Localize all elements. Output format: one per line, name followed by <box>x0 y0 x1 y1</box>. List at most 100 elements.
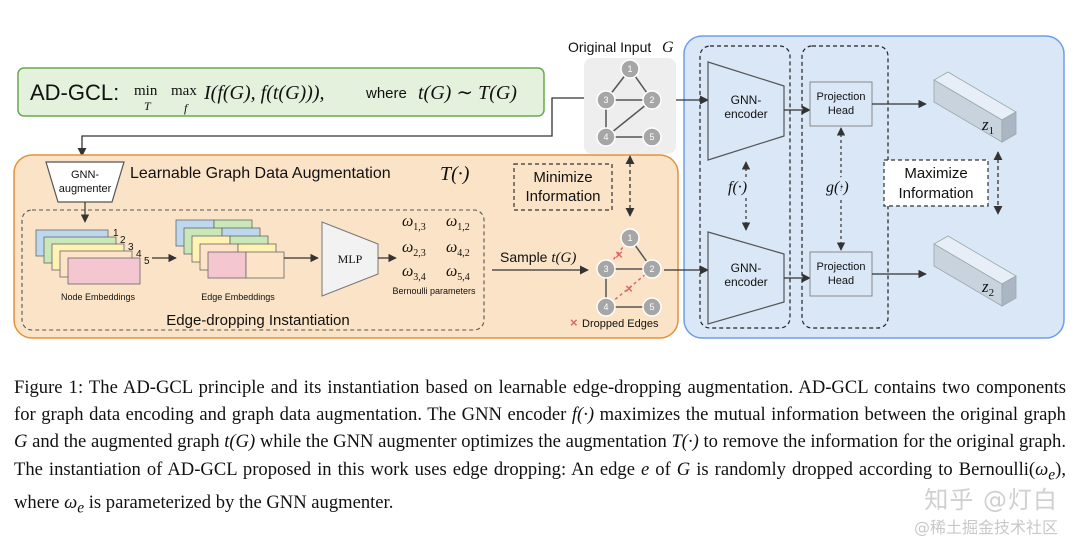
projection-func: g(·) <box>826 179 849 196</box>
minimize-line1: Minimize <box>533 169 592 186</box>
node-embeddings-stack <box>35 229 141 285</box>
caption-text: is randomly dropped according to Bernoul… <box>690 458 1036 480</box>
graph-node <box>596 297 616 317</box>
objective-where: where <box>365 85 407 102</box>
node-label: 5 <box>649 132 654 142</box>
caption-text: Figure 1: The AD-GCL principle and its i… <box>14 377 1066 426</box>
projection-bottom-box <box>809 251 873 297</box>
maximize-box <box>883 159 989 207</box>
figure-caption: Figure 1: The AD-GCL principle and its i… <box>14 374 1066 521</box>
node-label: 4 <box>603 132 608 142</box>
objective-min: min <box>134 83 158 99</box>
z1-label: z1 <box>981 115 994 137</box>
encoder-dashed-box <box>699 45 791 329</box>
minimize-line2: Information <box>525 188 600 205</box>
graph-node <box>642 259 662 279</box>
input-to-augmenter-arrow <box>77 97 584 157</box>
augmenter-label-1: GNN- <box>71 169 99 181</box>
caption-text: while the GNN augmenter optimizes the au… <box>255 431 672 453</box>
watermark: 知乎 @灯白 @稀土掘金技术社区 <box>862 480 1062 540</box>
caption-text: maximizes the mutual information between… <box>594 404 1066 426</box>
caption-text: of <box>649 458 677 480</box>
encoder-bottom-shape <box>707 231 785 325</box>
sample-label: Sample t(G) <box>500 249 576 266</box>
bernoulli-param: ω4,2 <box>446 239 470 259</box>
projection-top-box <box>809 81 873 127</box>
caption-text: and the augmented graph <box>27 431 225 453</box>
caption-math: T(·) <box>671 431 699 453</box>
bernoulli-label: Bernoulli parameters <box>392 286 476 296</box>
mlp-label: MLP <box>338 252 363 266</box>
caption-math: e <box>641 458 650 480</box>
encoder-top-line1: GNN- <box>731 93 762 107</box>
node-label: 5 <box>649 302 654 312</box>
bernoulli-param: ω3,4 <box>402 263 426 283</box>
original-graph-nodes <box>596 59 662 147</box>
objective-min-sub: T <box>144 99 152 113</box>
objective-max: max <box>171 83 197 99</box>
maximize-line1: Maximize <box>904 165 967 182</box>
graph-node <box>620 59 640 79</box>
encoder-top-shape <box>707 61 785 161</box>
graph-node <box>596 127 616 147</box>
edge-embeddings-label: Edge Embeddings <box>201 292 275 302</box>
caption-math-sub: e <box>1048 466 1056 484</box>
drop-mark-icon: × <box>625 281 633 296</box>
node-label: 2 <box>649 95 654 105</box>
graph-node <box>642 297 662 317</box>
drop-legend-icon: × <box>570 315 578 330</box>
caption-math: ω <box>1035 458 1049 480</box>
figure-diagram: AD-GCL: min T max f I(f(G), f(t(G))), wh… <box>13 35 1065 339</box>
augmentation-title-math: T(·) <box>440 163 470 185</box>
encoder-func: f(·) <box>728 179 747 196</box>
encoder-top-line2: encoder <box>724 107 767 121</box>
node-label: 4 <box>603 302 608 312</box>
watermark-line2: @稀土掘金技术社区 <box>913 518 1058 537</box>
node-index: 2 <box>120 235 126 246</box>
maximize-line2: Information <box>898 185 973 202</box>
dropped-edges-label: Dropped Edges <box>582 318 659 330</box>
edge-dropping-label: Edge-dropping Instantiation <box>166 312 349 329</box>
objective-rhs: t(G) ∼ T(G) <box>418 82 517 104</box>
original-input-label: Original Input <box>568 39 651 55</box>
caption-math: G <box>14 431 28 453</box>
node-label: 1 <box>627 64 632 74</box>
node-embeddings-label: Node Embeddings <box>61 292 136 302</box>
minimize-box <box>513 163 613 211</box>
node-label: 3 <box>603 95 608 105</box>
projection-top-line1: Projection <box>817 91 866 103</box>
caption-text: ), where <box>14 458 1066 513</box>
original-input-var: G <box>662 39 674 56</box>
node-index: 4 <box>136 249 142 260</box>
projection-top-line2: Head <box>828 105 854 117</box>
caption-math: G <box>676 458 691 480</box>
node-index: 1 <box>113 228 119 239</box>
caption-text: is parameterized by the GNN augmenter. <box>84 491 394 513</box>
projection-bottom-line1: Projection <box>817 261 866 273</box>
bernoulli-param: ω2,3 <box>402 239 426 259</box>
gnn-augmenter-shape <box>45 161 125 203</box>
node-index: 3 <box>128 242 134 253</box>
graph-node <box>596 259 616 279</box>
objective-box <box>17 67 545 117</box>
edge-embeddings-stack <box>175 219 285 279</box>
node-label: 1 <box>627 233 632 243</box>
z1-vector <box>933 71 1017 143</box>
caption-text: to remove the information for the origin… <box>14 431 1066 480</box>
augmentation-title: Learnable Graph Data Augmentation <box>130 165 391 182</box>
objective-expression: I(f(G), f(t(G))), <box>203 82 325 104</box>
mlp-shape <box>321 221 379 297</box>
bernoulli-param: ω5,4 <box>446 263 470 283</box>
augmenter-label-2: augmenter <box>59 183 112 195</box>
node-label: 3 <box>603 264 608 274</box>
graph-node <box>642 90 662 110</box>
caption-math: ω <box>64 491 78 513</box>
objective-max-sub: f <box>184 101 189 115</box>
z2-label: z2 <box>981 277 994 299</box>
objective-prefix: AD-GCL: <box>30 80 119 105</box>
encoder-bottom-line1: GNN- <box>731 261 762 275</box>
node-index: 5 <box>144 256 150 267</box>
graph-node <box>642 127 662 147</box>
graph-node <box>596 90 616 110</box>
graph-node <box>620 228 640 248</box>
